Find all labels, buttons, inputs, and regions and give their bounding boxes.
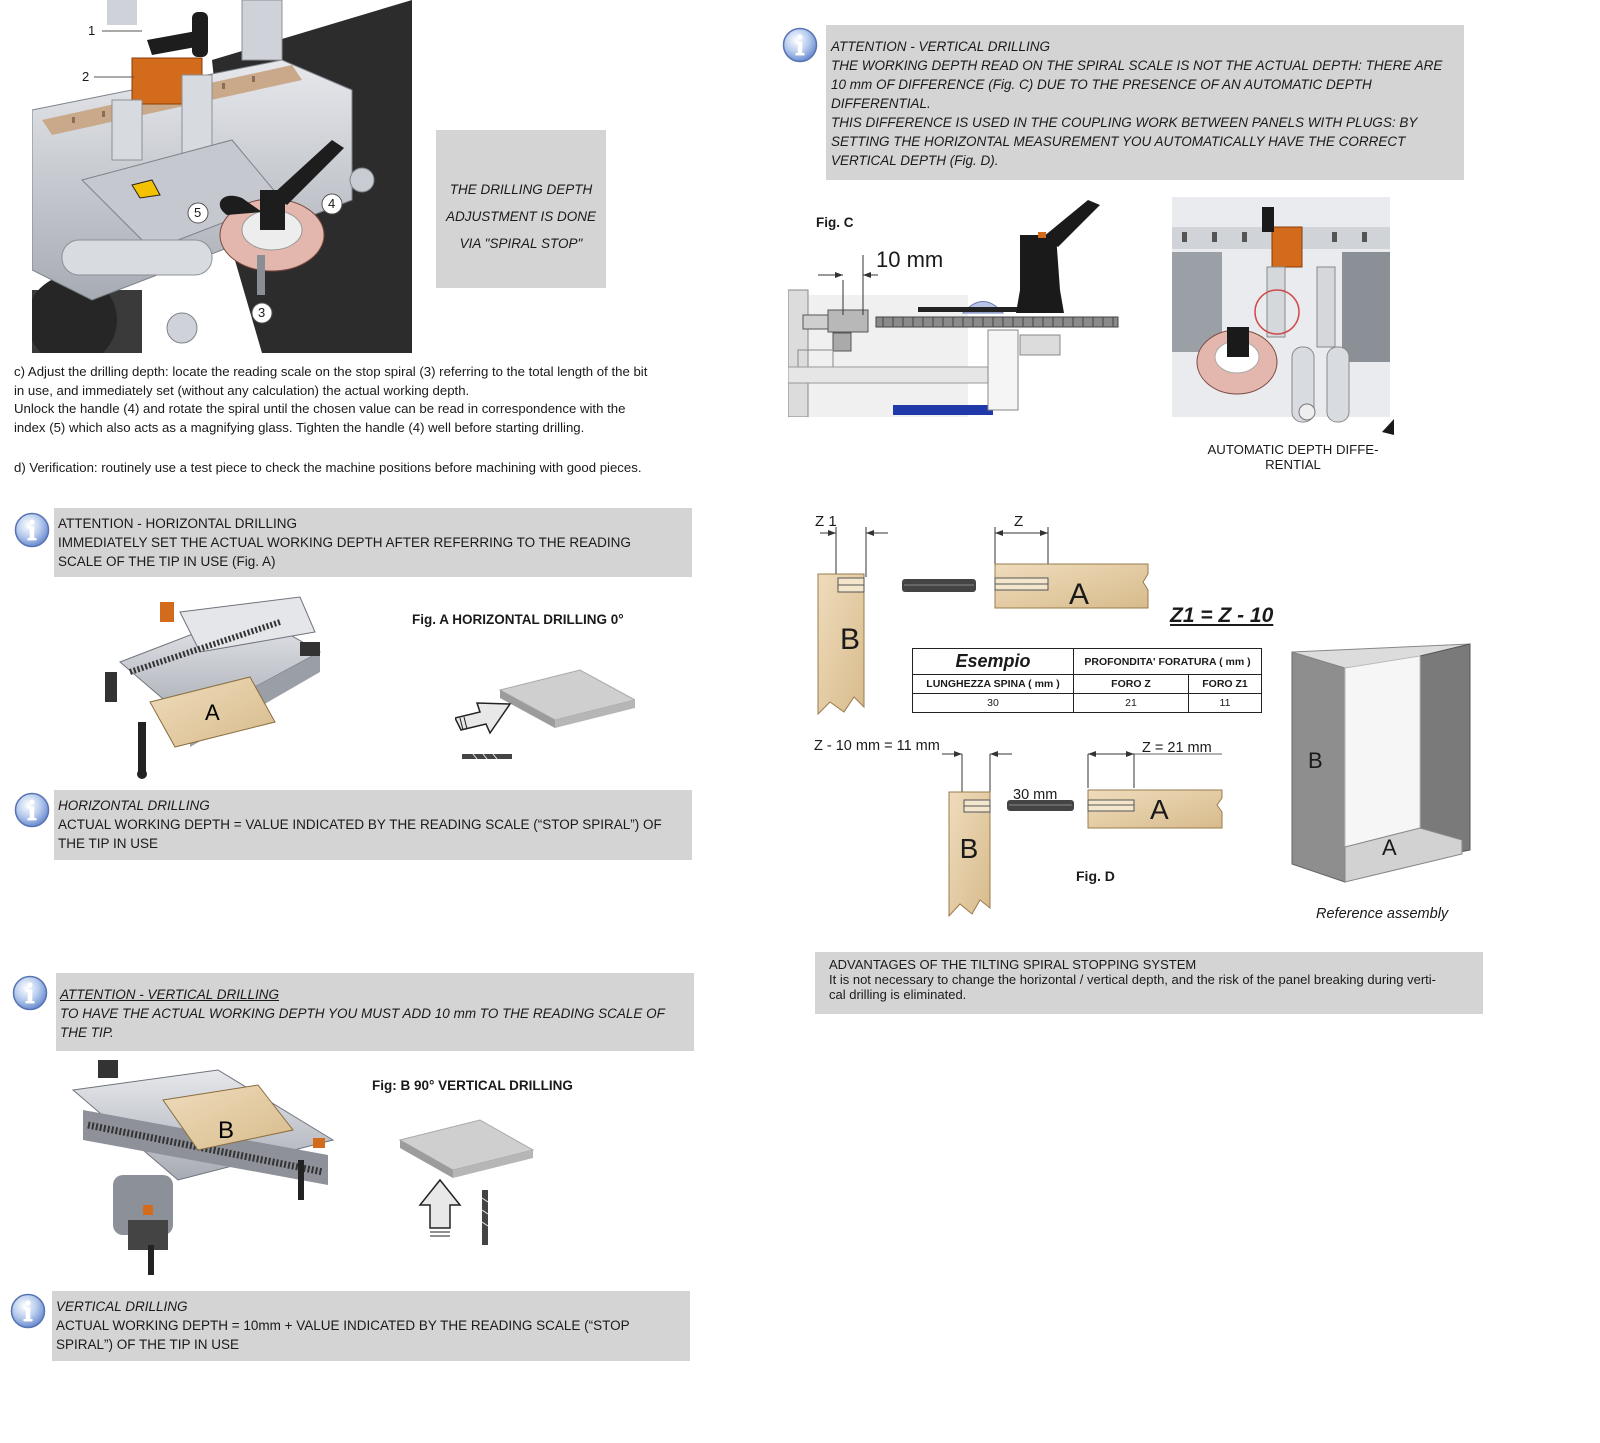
spiral-stop-line-2: ADJUSTMENT IS DONE bbox=[445, 209, 596, 224]
table-col1: LUNGHEZZA SPINA ( mm ) bbox=[912, 674, 1074, 694]
fig-a-diagram bbox=[453, 668, 637, 768]
note-title: HORIZONTAL DRILLING bbox=[58, 798, 210, 813]
note-line: VERTICAL DEPTH (Fig. D). bbox=[831, 153, 999, 168]
callout-5: 5 bbox=[194, 205, 202, 220]
fig-d-z-label: Z bbox=[1014, 513, 1024, 530]
note-line: THIS DIFFERENCE IS USED IN THE COUPLING … bbox=[831, 115, 1418, 130]
fig-d-lower-letter-a: A bbox=[1150, 794, 1169, 825]
spiral-stop-note: THE DRILLING DEPTH ADJUSTMENT IS DONE VI… bbox=[436, 130, 606, 288]
fig-d-letter-a: A bbox=[1069, 578, 1090, 611]
reference-assembly: B A bbox=[1290, 642, 1475, 884]
fig-d-z-value: Z = 21 mm bbox=[1142, 740, 1212, 756]
table-cell: 11 bbox=[1188, 693, 1262, 713]
note-line: ACTUAL WORKING DEPTH = VALUE INDICATED B… bbox=[58, 817, 662, 832]
note-vertical-differential: ATTENTION - VERTICAL DRILLING THE WORKIN… bbox=[826, 25, 1464, 180]
advantages-title: ADVANTAGES OF THE TILTING SPIRAL STOPPIN… bbox=[829, 957, 1197, 972]
callout-3: 3 bbox=[258, 305, 266, 320]
advantages-line: cal drilling is eliminated. bbox=[829, 987, 967, 1002]
callout-4: 4 bbox=[328, 196, 336, 211]
fig-d-dowel-length: 30 mm bbox=[1013, 787, 1058, 803]
note-title: VERTICAL DRILLING bbox=[56, 1299, 188, 1314]
note-vertical: VERTICAL DRILLING ACTUAL WORKING DEPTH =… bbox=[52, 1291, 690, 1361]
note-line: THE TIP. bbox=[60, 1025, 114, 1040]
fig-d-letter-b: B bbox=[839, 623, 861, 656]
fig-d-z1-value: Z - 10 mm = 11 mm bbox=[814, 738, 940, 754]
table-cell: 21 bbox=[1073, 693, 1189, 713]
caption-line-2: RENTIAL bbox=[1265, 457, 1321, 472]
note-line: IMMEDIATELY SET THE ACTUAL WORKING DEPTH… bbox=[58, 535, 631, 550]
info-icon bbox=[782, 27, 818, 63]
reference-caption: Reference assembly bbox=[1316, 906, 1449, 922]
paragraph-d: d) Verification: routinely use a test pi… bbox=[14, 460, 642, 475]
reference-letter-a: A bbox=[1382, 835, 1397, 860]
info-icon bbox=[10, 1293, 46, 1329]
callout-1: 1 bbox=[88, 23, 96, 38]
note-line: SPIRAL”) OF THE TIP IN USE bbox=[56, 1337, 240, 1352]
note-line: SETTING THE HORIZONTAL MEASUREMENT YOU A… bbox=[831, 134, 1406, 149]
fig-d-upper-drawing: Z 1 Z A B bbox=[808, 512, 1168, 726]
note-title: ATTENTION - HORIZONTAL DRILLING bbox=[58, 516, 298, 531]
table-col2: FORO Z bbox=[1073, 674, 1189, 694]
fig-d-label: Fig. D bbox=[1076, 868, 1115, 884]
formula: Z1 = Z - 10 bbox=[1170, 604, 1274, 627]
fig-d-lower-drawing: Z - 10 mm = 11 mm Z = 21 mm 30 mm A B Fi… bbox=[812, 738, 1232, 924]
fig-d-lower-letter-b: B bbox=[959, 833, 979, 864]
caption-line-1: AUTOMATIC DEPTH DIFFE- bbox=[1207, 442, 1379, 457]
spiral-stop-line-3: VIA "SPIRAL STOP" bbox=[459, 236, 583, 251]
info-icon bbox=[12, 975, 48, 1011]
callout-2: 2 bbox=[82, 69, 90, 84]
note-line: THE TIP IN USE bbox=[58, 836, 159, 851]
table-example-cell: Esempio bbox=[912, 648, 1074, 675]
example-table: Esempio PROFONDITA' FORATURA ( mm ) LUNG… bbox=[912, 648, 1262, 713]
fig-c-section-drawing: 10 mm bbox=[787, 195, 1133, 418]
spiral-stop-illustration: 1 2 3 4 5 bbox=[27, 0, 412, 365]
table-cell: 30 bbox=[912, 693, 1074, 713]
spiral-stop-line-1: THE DRILLING DEPTH bbox=[449, 182, 593, 197]
fig-a-machine: A bbox=[100, 592, 325, 780]
note-title: ATTENTION - VERTICAL DRILLING bbox=[60, 987, 280, 1002]
note-line: TO HAVE THE ACTUAL WORKING DEPTH YOU MUS… bbox=[60, 1006, 665, 1021]
fig-a-label: Fig. A HORIZONTAL DRILLING 0° bbox=[412, 612, 624, 627]
fig-b-label: Fig: B 90° VERTICAL DRILLING bbox=[372, 1078, 573, 1093]
table-header-right: PROFONDITA' FORATURA ( mm ) bbox=[1073, 648, 1262, 675]
advantages-box: ADVANTAGES OF THE TILTING SPIRAL STOPPIN… bbox=[815, 952, 1483, 1014]
fig-b-machine: B bbox=[68, 1060, 338, 1278]
para-c-line-4: index (5) which also acts as a magnifyin… bbox=[14, 419, 585, 435]
para-c-line-3: Unlock the handle (4) and rotate the spi… bbox=[14, 401, 626, 416]
fig-c-dimension: 10 mm bbox=[876, 247, 944, 272]
para-c-line-2: in use, and immediately set (without any… bbox=[14, 382, 470, 398]
fig-b-diagram bbox=[398, 1118, 538, 1248]
note-vertical-attention: ATTENTION - VERTICAL DRILLING TO HAVE TH… bbox=[56, 973, 694, 1051]
note-line: THE WORKING DEPTH READ ON THE SPIRAL SCA… bbox=[831, 58, 1443, 73]
reference-letter-b: B bbox=[1308, 748, 1323, 773]
fig-c-photo bbox=[1172, 197, 1394, 435]
fig-c-label: Fig. C bbox=[816, 215, 854, 230]
fig-d-z1-label: Z 1 bbox=[815, 513, 837, 530]
fig-a-panel-letter: A bbox=[205, 700, 220, 725]
fig-b-panel-letter: B bbox=[218, 1117, 234, 1144]
fig-c-caption: AUTOMATIC DEPTH DIFFE- RENTIAL bbox=[1176, 442, 1410, 472]
paragraph-c: c) Adjust the drilling depth: locate the… bbox=[14, 363, 676, 437]
note-line: 10 mm OF DIFFERENCE (Fig. C) DUE TO THE … bbox=[831, 77, 1372, 92]
info-icon bbox=[14, 792, 50, 828]
table-col3: FORO Z1 bbox=[1188, 674, 1262, 694]
note-horizontal: HORIZONTAL DRILLING ACTUAL WORKING DEPTH… bbox=[54, 790, 692, 860]
note-line: SCALE OF THE TIP IN USE (Fig. A) bbox=[58, 554, 276, 569]
info-icon bbox=[14, 512, 50, 548]
para-c-line-1: c) Adjust the drilling depth: locate the… bbox=[14, 364, 648, 379]
advantages-line: It is not necessary to change the horizo… bbox=[829, 972, 1437, 987]
note-horizontal-attention: ATTENTION - HORIZONTAL DRILLING IMMEDIAT… bbox=[54, 508, 692, 577]
note-line: ACTUAL WORKING DEPTH = 10mm + VALUE INDI… bbox=[56, 1318, 630, 1333]
note-title: ATTENTION - VERTICAL DRILLING bbox=[831, 39, 1051, 54]
note-line: DIFFERENTIAL. bbox=[831, 96, 931, 111]
